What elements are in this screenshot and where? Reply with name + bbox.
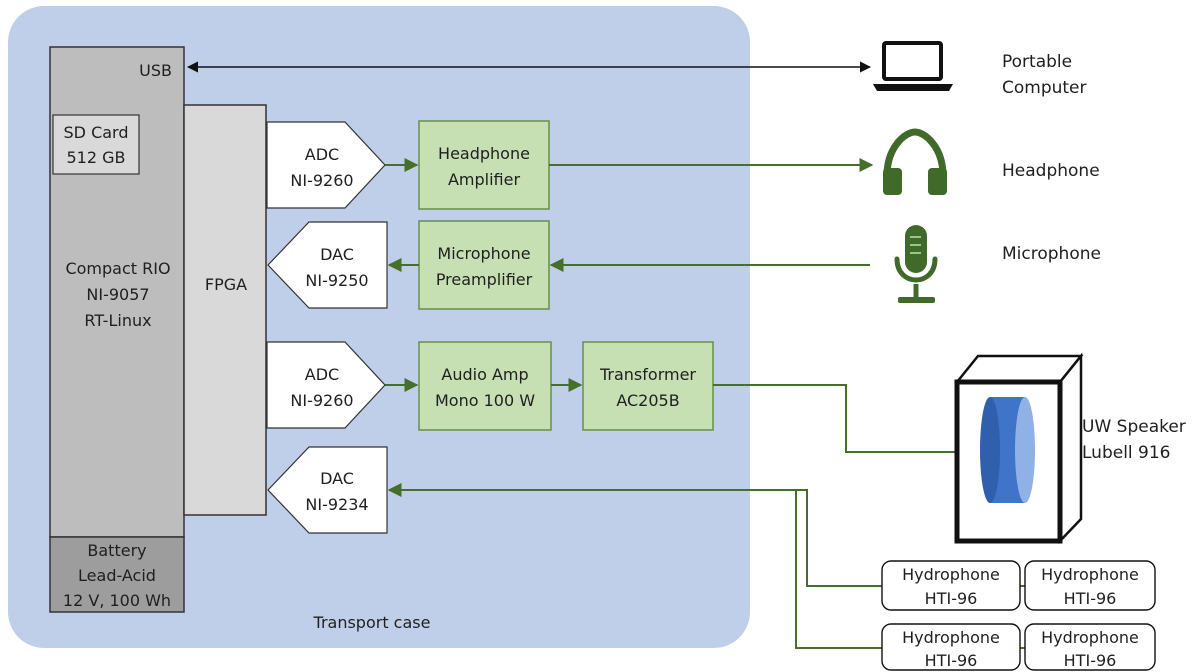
audio-amp-line-1: Audio Amp [441,365,528,384]
usb-label: USB [139,61,172,80]
speaker-icon [954,352,1084,545]
hydrophone-1: Hydrophone HTI-96 [881,560,1021,611]
hydrophone-4-line-2: HTI-96 [1064,651,1117,670]
crio-line-2: NI-9057 [86,285,149,304]
hydrophone-2: Hydrophone HTI-96 [1024,560,1156,611]
hydrophone-3-line-1: Hydrophone [902,628,1000,647]
transformer-line-2: AC205B [616,391,679,410]
dac-2: DAC NI-9234 [267,446,388,534]
headphone-icon [883,128,947,195]
fpga: FPGA [183,104,267,516]
transport-case-label: Transport case [313,613,431,632]
headphone-label: Headphone [1002,161,1100,181]
transformer: Transformer AC205B [582,341,714,431]
audio-amp-line-2: Mono 100 W [435,391,535,410]
microphone-label: Microphone [1002,244,1101,264]
hydrophone-row-1-link [796,489,882,587]
crio-line-3: RT-Linux [84,311,151,330]
headphone-amplifier-line-2: Amplifier [448,170,521,189]
crio-line-1: Compact RIO [65,259,170,278]
battery: Battery Lead-Acid 12 V, 100 Wh [49,536,185,613]
dac-2-line-2: NI-9234 [305,495,368,514]
microphone-preamplifier-line-2: Preamplifier [436,270,533,289]
battery-line-1: Battery [87,541,146,560]
transformer-to-speaker [713,384,980,459]
dac-2-line-1: DAC [320,469,354,488]
fpga-label: FPGA [205,275,247,294]
computer-label-line-2: Computer [1002,78,1087,98]
dac-1: DAC NI-9250 [267,221,388,309]
battery-line-2: Lead-Acid [78,566,156,585]
microphone-icon [894,225,938,303]
adc-2: ADC NI-9260 [266,341,386,429]
headphone-amplifier: Headphone Amplifier [418,120,550,210]
laptop-icon [873,41,953,91]
adc-1-line-2: NI-9260 [290,171,353,190]
microphone-preamplifier-line-1: Microphone [437,244,530,263]
hydrophone-2-line-2: HTI-96 [1064,589,1117,608]
hydrophone-3: Hydrophone HTI-96 [881,623,1021,671]
hydrophone-row-2-link [795,490,882,649]
hydrophone-4: Hydrophone HTI-96 [1024,623,1156,671]
speaker-label-line-1: UW Speaker [1082,417,1186,437]
hydrophone-4-line-1: Hydrophone [1041,628,1139,647]
dac-1-line-2: NI-9250 [305,271,368,290]
audio-amp: Audio Amp Mono 100 W [418,341,552,431]
dac-1-line-1: DAC [320,245,354,264]
sd-card: SD Card 512 GB [52,114,140,175]
hydrophone-3-line-2: HTI-96 [925,651,978,670]
sd-card-line-2: 512 GB [67,148,126,167]
microphone-preamplifier: Microphone Preamplifier [418,220,550,310]
headphone-amplifier-line-1: Headphone [438,144,530,163]
hydrophone-1-line-1: Hydrophone [902,565,1000,584]
computer-label-line-1: Portable [1002,52,1072,72]
hydrophone-2-line-1: Hydrophone [1041,565,1139,584]
adc-1-line-1: ADC [305,145,339,164]
adc-2-line-2: NI-9260 [290,391,353,410]
speaker-label-line-2: Lubell 916 [1082,443,1171,463]
battery-line-3: 12 V, 100 Wh [63,591,171,610]
transformer-line-1: Transformer [599,365,696,384]
hydrophone-1-line-2: HTI-96 [925,589,978,608]
sd-card-line-1: SD Card [64,123,129,142]
adc-1: ADC NI-9260 [266,121,386,209]
adc-2-line-1: ADC [305,365,339,384]
